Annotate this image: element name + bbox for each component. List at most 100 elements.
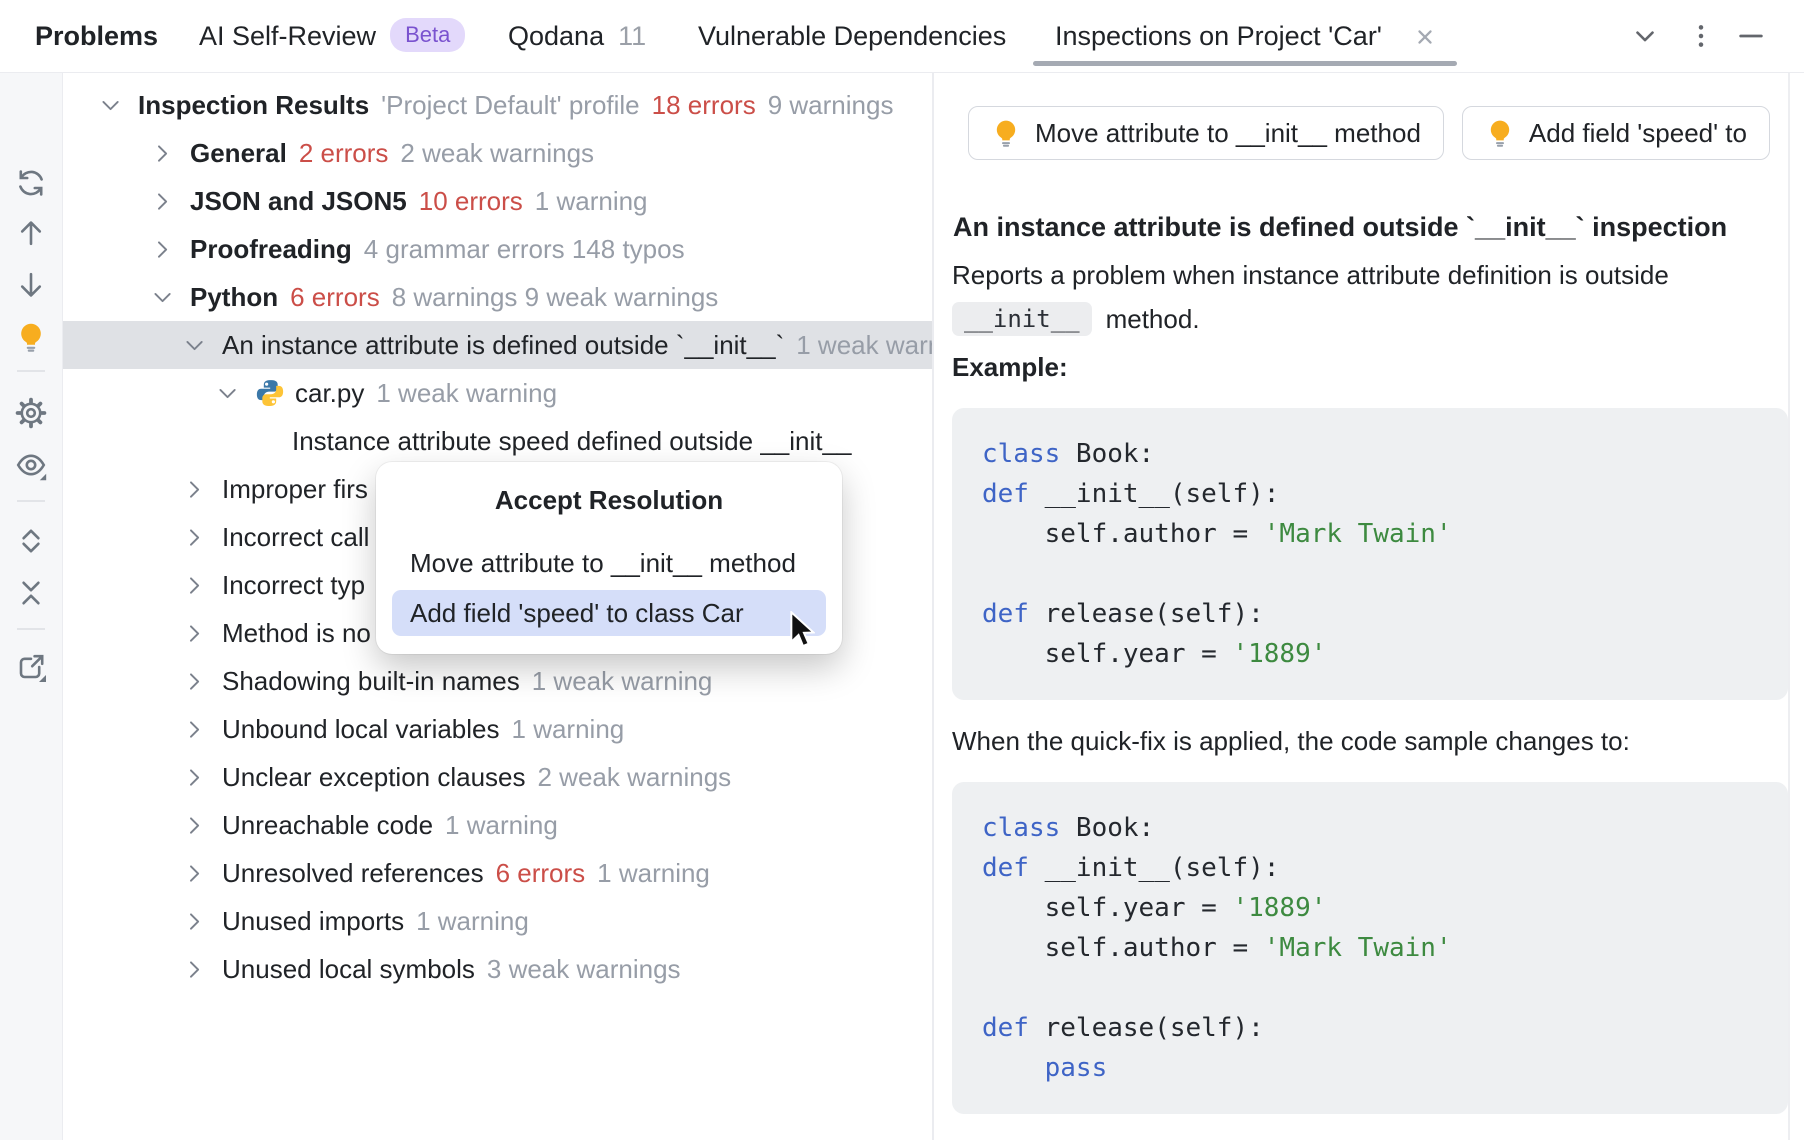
minimize-icon[interactable] — [1736, 21, 1766, 51]
tree-row[interactable]: Incorrect typ — [63, 561, 932, 609]
tree-label: 1 warning — [416, 905, 529, 936]
tree-row[interactable]: Unreachable code 1 warning — [63, 801, 932, 849]
chevron-right-icon[interactable] — [151, 238, 173, 260]
close-icon[interactable] — [1412, 24, 1438, 50]
lightbulb-icon[interactable] — [15, 321, 47, 353]
code-line: class Book: — [982, 439, 1155, 469]
inspection-heading: An instance attribute is defined outside… — [953, 212, 1728, 242]
lightbulb-icon — [996, 120, 1016, 147]
popup-item[interactable]: Move attribute to __init__ method — [410, 548, 796, 578]
chevron-right-icon[interactable] — [183, 574, 205, 596]
tree-row[interactable]: An instance attribute is defined outside… — [63, 321, 932, 369]
mouse-cursor — [790, 611, 815, 648]
chevron-right-icon[interactable] — [183, 958, 205, 980]
code-line: self.year = '1889' — [982, 893, 1327, 923]
chevron-right-icon[interactable] — [183, 862, 205, 884]
tree-label: 1 weak warning — [376, 377, 558, 408]
tree-label: Python — [190, 281, 279, 312]
chevron-right-icon[interactable] — [151, 190, 173, 212]
init-code-chip: __init__ — [952, 302, 1092, 336]
tree-label: Unclear exception clauses — [222, 761, 526, 792]
settings-gear-icon[interactable] — [15, 397, 47, 429]
tab-inspections-on-project[interactable]: Inspections on Project 'Car' — [1055, 21, 1382, 51]
tab-vulnerable-dependencies[interactable]: Vulnerable Dependencies — [698, 21, 1007, 51]
tab-label: Qodana — [508, 21, 605, 51]
toolbar-divider — [17, 628, 45, 630]
inspection-description-continued: __init__ method. — [952, 298, 1200, 340]
quick-fix-button[interactable]: Add field 'speed' to — [1461, 106, 1770, 160]
inspection-results-tree: Inspection Results'Project Default' prof… — [63, 73, 932, 1140]
kebab-menu-icon[interactable] — [1686, 21, 1716, 51]
beta-badge: Beta — [390, 18, 466, 52]
chevron-right-icon[interactable] — [183, 814, 205, 836]
tree-row[interactable]: Unused local symbols 3 weak warnings — [63, 945, 932, 993]
quick-fix-label: Add field 'speed' to — [1528, 117, 1747, 148]
tab-problems[interactable]: Problems — [35, 21, 159, 51]
chevron-right-icon[interactable] — [183, 670, 205, 692]
arrow-down-icon[interactable] — [15, 269, 47, 301]
tree-row[interactable]: Method is no — [63, 609, 932, 657]
tab-ai-self-review[interactable]: AI Self-Review Beta — [199, 14, 466, 58]
code-line — [982, 554, 1758, 594]
code-sample-after: class Book:def __init__(self): self.year… — [952, 782, 1788, 1114]
refresh-icon[interactable] — [15, 167, 47, 199]
tree-label: Unreachable code — [222, 809, 434, 840]
toolbar-divider — [17, 370, 45, 372]
tree-label: 1 warning — [445, 809, 558, 840]
quick-fix-button[interactable]: Move attribute to __init__ method — [968, 106, 1444, 160]
tree-row[interactable]: Unclear exception clauses 2 weak warnings — [63, 753, 932, 801]
chevron-down-icon[interactable] — [151, 286, 173, 308]
chevron-right-icon[interactable] — [183, 622, 205, 644]
preview-eye-icon[interactable] — [15, 449, 47, 481]
expand-all-icon[interactable] — [15, 525, 47, 557]
tree-label: 'Project Default' profile — [381, 89, 640, 120]
tree-label: 8 warnings 9 weak warnings — [391, 281, 719, 312]
tree-row[interactable]: Instance attribute speed defined outside… — [63, 417, 932, 465]
code-line: self.author = 'Mark Twain' — [982, 933, 1452, 963]
tab-label: AI Self-Review — [199, 21, 377, 51]
tree-label: Unused local symbols — [222, 953, 475, 984]
chevron-right-icon[interactable] — [151, 142, 173, 164]
scrollbar-track[interactable] — [1788, 73, 1790, 1140]
tree-label: General — [190, 137, 287, 168]
arrow-up-icon[interactable] — [15, 217, 47, 249]
tree-row[interactable]: Incorrect call — [63, 513, 932, 561]
chevron-right-icon[interactable] — [183, 766, 205, 788]
lightbulb-icon — [1490, 120, 1510, 147]
tree-label: 1 warning — [534, 185, 648, 216]
code-line: self.year = '1889' — [982, 639, 1327, 669]
inspection-description: Reports a problem when instance attribut… — [952, 260, 1669, 290]
tree-label: Instance attribute speed defined outside… — [292, 425, 852, 456]
tree-row[interactable]: Improper firs — [63, 465, 932, 513]
chevron-down-icon[interactable] — [216, 382, 238, 404]
chevron-down-icon[interactable] — [99, 94, 121, 116]
chevron-down-icon[interactable] — [1630, 21, 1660, 51]
chevron-right-icon[interactable] — [183, 718, 205, 740]
chevron-right-icon[interactable] — [183, 910, 205, 932]
tree-label: 1 warning — [511, 713, 625, 744]
tree-label: 2 weak warnings — [537, 761, 732, 792]
example-label: Example: — [952, 352, 1068, 382]
chevron-right-icon[interactable] — [183, 526, 205, 548]
popup-item[interactable]: Add field 'speed' to class Car — [392, 590, 826, 636]
open-in-new-window-icon[interactable] — [15, 651, 47, 683]
tree-label: 3 weak warnings — [486, 953, 681, 984]
quick-fix-note: When the quick-fix is applied, the code … — [952, 726, 1630, 756]
toolbar-divider — [17, 500, 45, 502]
collapse-all-icon[interactable] — [15, 577, 47, 609]
tree-row[interactable]: Inspection Results'Project Default' prof… — [63, 81, 932, 129]
selected-tab-indicator — [1033, 61, 1457, 66]
chevron-right-icon[interactable] — [183, 478, 205, 500]
chevron-down-icon[interactable] — [183, 334, 205, 356]
